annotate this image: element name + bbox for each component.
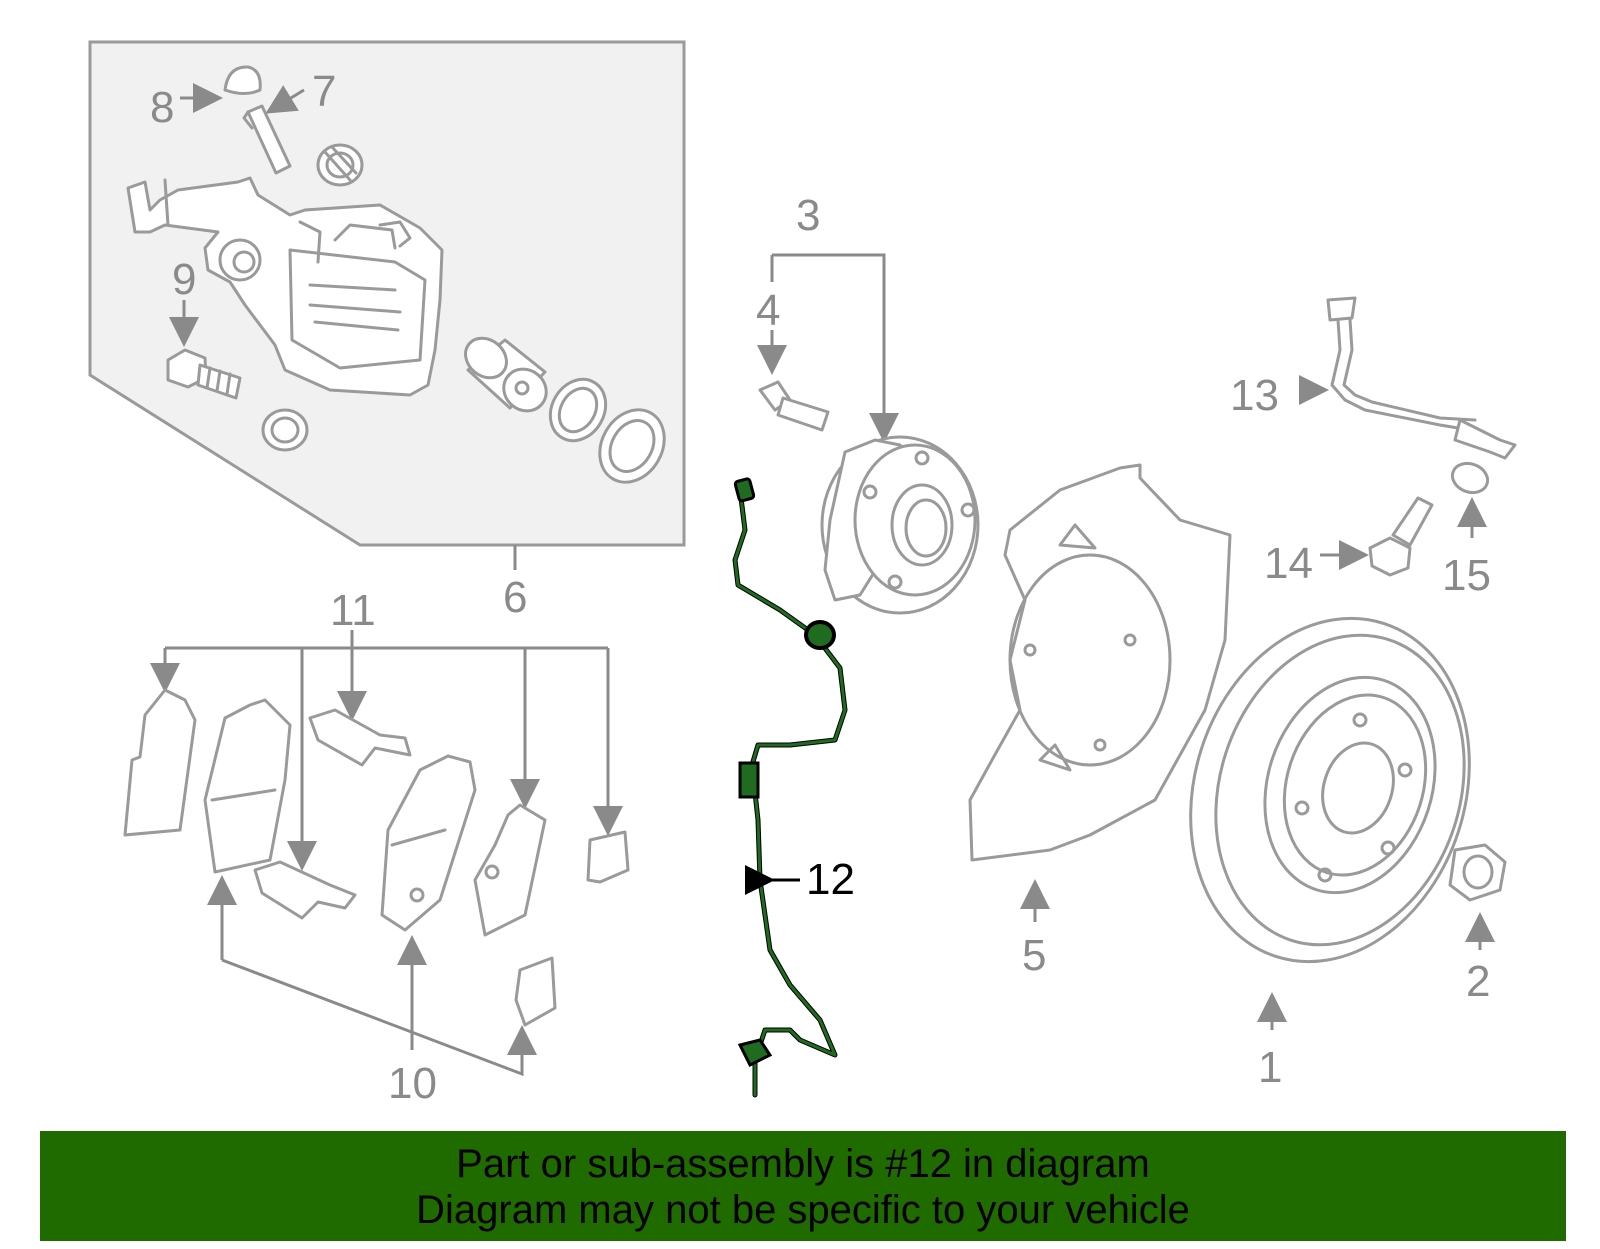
callout-13: 13 bbox=[1230, 371, 1279, 420]
brake-pads-group bbox=[123, 630, 630, 1077]
part-1-rotor bbox=[1189, 616, 1471, 1030]
caliper-body bbox=[126, 176, 444, 397]
part-14-banjo-bolt bbox=[1320, 496, 1434, 577]
part-5-dust-shield bbox=[968, 463, 1232, 922]
callout-4: 4 bbox=[756, 286, 780, 335]
hub-assembly bbox=[770, 253, 980, 615]
callout-2: 2 bbox=[1466, 957, 1490, 1006]
boot-lower bbox=[261, 408, 309, 452]
part-13-brake-hose bbox=[1299, 296, 1517, 460]
callout-10: 10 bbox=[388, 1059, 437, 1108]
callout-1: 1 bbox=[1258, 1043, 1282, 1092]
part-15-washer bbox=[1450, 461, 1490, 538]
callout-14: 14 bbox=[1264, 539, 1313, 588]
callout-3: 3 bbox=[796, 191, 820, 240]
part-2-nut bbox=[1448, 843, 1507, 950]
callout-6: 6 bbox=[503, 573, 527, 622]
banner-line-1: Part or sub-assembly is #12 in diagram bbox=[456, 1142, 1150, 1186]
part-12-abs-sensor-highlight bbox=[732, 477, 848, 1098]
piston bbox=[464, 336, 548, 413]
banner-line-2: Diagram may not be specific to your vehi… bbox=[416, 1188, 1190, 1232]
callout-11: 11 bbox=[330, 586, 376, 635]
callout-8: 8 bbox=[150, 83, 174, 132]
info-banner: Part or sub-assembly is #12 in diagram D… bbox=[40, 1131, 1566, 1241]
part-9-bolt bbox=[166, 300, 242, 400]
callout-5: 5 bbox=[1022, 931, 1046, 980]
callout-15: 15 bbox=[1442, 551, 1491, 600]
part-8-cap bbox=[180, 65, 262, 113]
dust-boot bbox=[598, 408, 666, 484]
boot-upper bbox=[316, 143, 364, 187]
callout-9: 9 bbox=[172, 255, 196, 304]
part-4-hub-bolt bbox=[757, 330, 830, 432]
part-7-guide-pin bbox=[242, 85, 305, 175]
callout-7: 7 bbox=[312, 67, 336, 116]
callout-12: 12 bbox=[806, 855, 855, 904]
piston-seal bbox=[548, 377, 608, 443]
